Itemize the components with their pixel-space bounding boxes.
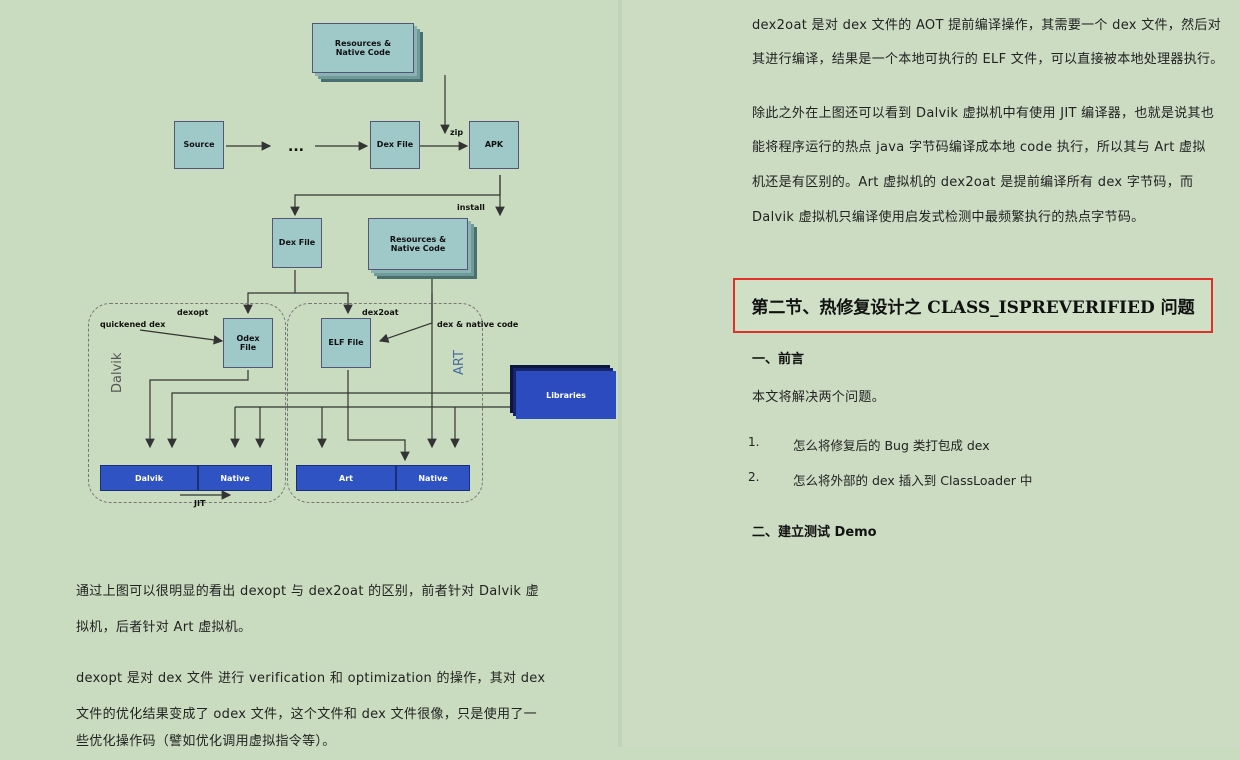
right-paragraph-2-line-2: 能将程序运行的热点 java 字节码编译成本地 code 执行，所以其与 Art… bbox=[752, 140, 1206, 155]
list-item-1-text: 怎么将修复后的 Bug 类打包成 dex bbox=[793, 438, 990, 453]
heading-intro: 一、前言 bbox=[752, 352, 805, 367]
elf-file-box: ELF File bbox=[321, 318, 371, 368]
android-runtime-diagram: Resources & Native Code Source ... Dex F… bbox=[80, 15, 620, 515]
source-box: Source bbox=[174, 121, 224, 169]
dex-native-code-label: dex & native code bbox=[437, 320, 519, 329]
right-page: dex2oat 是对 dex 文件的 AOT 提前编译操作，其需要一个 dex … bbox=[622, 0, 1240, 747]
apk-box: APK bbox=[469, 121, 519, 169]
dalvik-runtime-label: Dalvik bbox=[134, 473, 164, 483]
right-paragraph-1-line-1: dex2oat 是对 dex 文件的 AOT 提前编译操作，其需要一个 dex … bbox=[752, 18, 1221, 33]
libraries-label: Libraries bbox=[546, 390, 586, 400]
list-item-1-number: 1. bbox=[748, 435, 760, 449]
diagram-connectors bbox=[139, 75, 512, 500]
art-runtime-box: Art bbox=[296, 465, 396, 491]
resources-native-label: Resources & Native Code bbox=[334, 38, 392, 57]
ellipsis: ... bbox=[288, 139, 304, 155]
right-paragraph-2-line-3: 机还是有区别的。Art 虚拟机的 dex2oat 是提前编译所有 dex 字节码… bbox=[752, 175, 1194, 190]
source-label: Source bbox=[183, 140, 215, 150]
dexopt-label: dexopt bbox=[177, 308, 209, 317]
art-region-label: ART bbox=[452, 350, 467, 375]
left-paragraph-1-line-2: 拟机，后者针对 Art 虚拟机。 bbox=[76, 620, 252, 635]
quickened-dex-label: quickened dex bbox=[100, 320, 166, 329]
native-box-left: Native bbox=[198, 465, 272, 491]
page-gutter bbox=[618, 0, 622, 747]
section-heading-text: 第二节、热修复设计之 CLASS_ISPREVERIFIED 问题 bbox=[751, 298, 1195, 318]
right-paragraph-2-line-1: 除此之外在上图还可以看到 Dalvik 虚拟机中有使用 JIT 编译器，也就是说… bbox=[752, 106, 1215, 121]
dalvik-region-label: Dalvik bbox=[110, 352, 125, 393]
art-region bbox=[287, 303, 483, 503]
dalvik-region bbox=[88, 303, 286, 503]
left-paragraph-2-line-2: 文件的优化结果变成了 odex 文件，这个文件和 dex 文件很像，只是使用了一 bbox=[76, 707, 537, 722]
zip-label: zip bbox=[450, 128, 464, 137]
install-label: install bbox=[457, 203, 485, 212]
resources-native-box-mid: Resources & Native Code bbox=[368, 218, 468, 270]
odex-file-label: Odex File bbox=[236, 333, 260, 352]
art-runtime-label: Art bbox=[339, 473, 353, 483]
native-right-label: Native bbox=[418, 473, 448, 483]
native-box-right: Native bbox=[396, 465, 470, 491]
native-left-label: Native bbox=[220, 473, 250, 483]
odex-file-box: Odex File bbox=[223, 318, 273, 368]
elf-file-label: ELF File bbox=[328, 338, 364, 348]
heading-demo: 二、建立测试 Demo bbox=[752, 525, 877, 540]
jit-label: JIT bbox=[194, 499, 206, 508]
dalvik-runtime-box: Dalvik bbox=[100, 465, 198, 491]
apk-label: APK bbox=[484, 140, 504, 150]
resources-native-box-top: Resources & Native Code bbox=[312, 23, 414, 73]
list-item-2-number: 2. bbox=[748, 470, 760, 484]
left-paragraph-2-line-3: 些优化操作码（譬如优化调用虚拟指令等）。 bbox=[76, 734, 336, 749]
dex-file-mid-label: Dex File bbox=[278, 238, 316, 248]
left-paragraph-1-line-1: 通过上图可以很明显的看出 dexopt 与 dex2oat 的区别，前者针对 D… bbox=[76, 584, 539, 599]
section-heading: 第二节、热修复设计之 CLASS_ISPREVERIFIED 问题 bbox=[733, 278, 1213, 333]
right-paragraph-2-line-4: Dalvik 虚拟机只编译使用启发式检测中最频繁执行的热点字节码。 bbox=[752, 210, 1145, 225]
libraries-box: Libraries bbox=[516, 371, 616, 419]
dex-file-label: Dex File bbox=[376, 140, 414, 150]
dex-file-box-mid: Dex File bbox=[272, 218, 322, 268]
dex2oat-label: dex2oat bbox=[362, 308, 399, 317]
list-item-2-text: 怎么将外部的 dex 插入到 ClassLoader 中 bbox=[793, 473, 1033, 488]
resources-native-mid-label: Resources & Native Code bbox=[389, 234, 447, 253]
dex-file-box-top: Dex File bbox=[370, 121, 420, 169]
left-paragraph-2-line-1: dexopt 是对 dex 文件 进行 verification 和 optim… bbox=[76, 671, 546, 686]
right-paragraph-1-line-2: 其进行编译，结果是一个本地可执行的 ELF 文件，可以直接被本地处理器执行。 bbox=[752, 52, 1224, 67]
left-page: Resources & Native Code Source ... Dex F… bbox=[0, 0, 620, 749]
intro-text: 本文将解决两个问题。 bbox=[752, 390, 886, 405]
